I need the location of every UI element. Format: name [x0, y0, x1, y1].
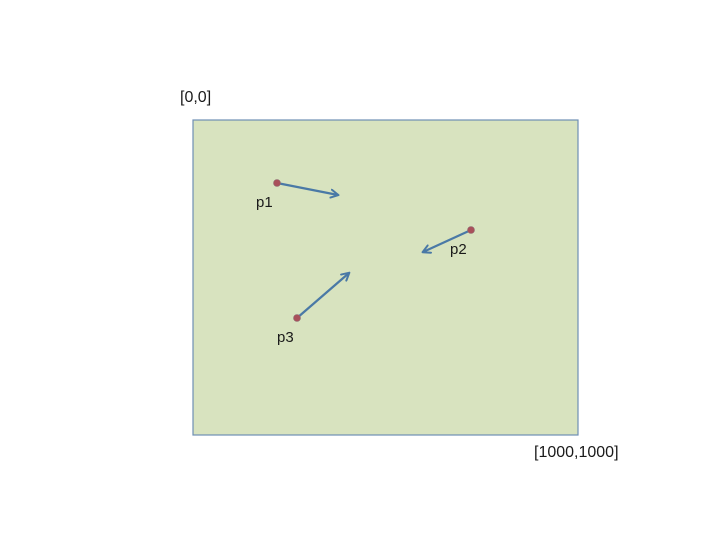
p3-label: p3 [277, 329, 294, 346]
extent-coordinate-label: [1000,1000] [534, 444, 619, 461]
p1-point [273, 179, 281, 187]
coordinate-field [192, 119, 579, 436]
origin-coordinate-label: [0,0] [180, 89, 212, 106]
p2-velocity-arrow [421, 229, 472, 254]
p1-velocity-arrow [276, 181, 340, 199]
p2-label: p2 [450, 241, 467, 258]
p3-velocity-arrow [296, 271, 351, 319]
p3-point [293, 314, 301, 322]
p2-point [467, 226, 475, 234]
p1-label: p1 [256, 194, 273, 211]
